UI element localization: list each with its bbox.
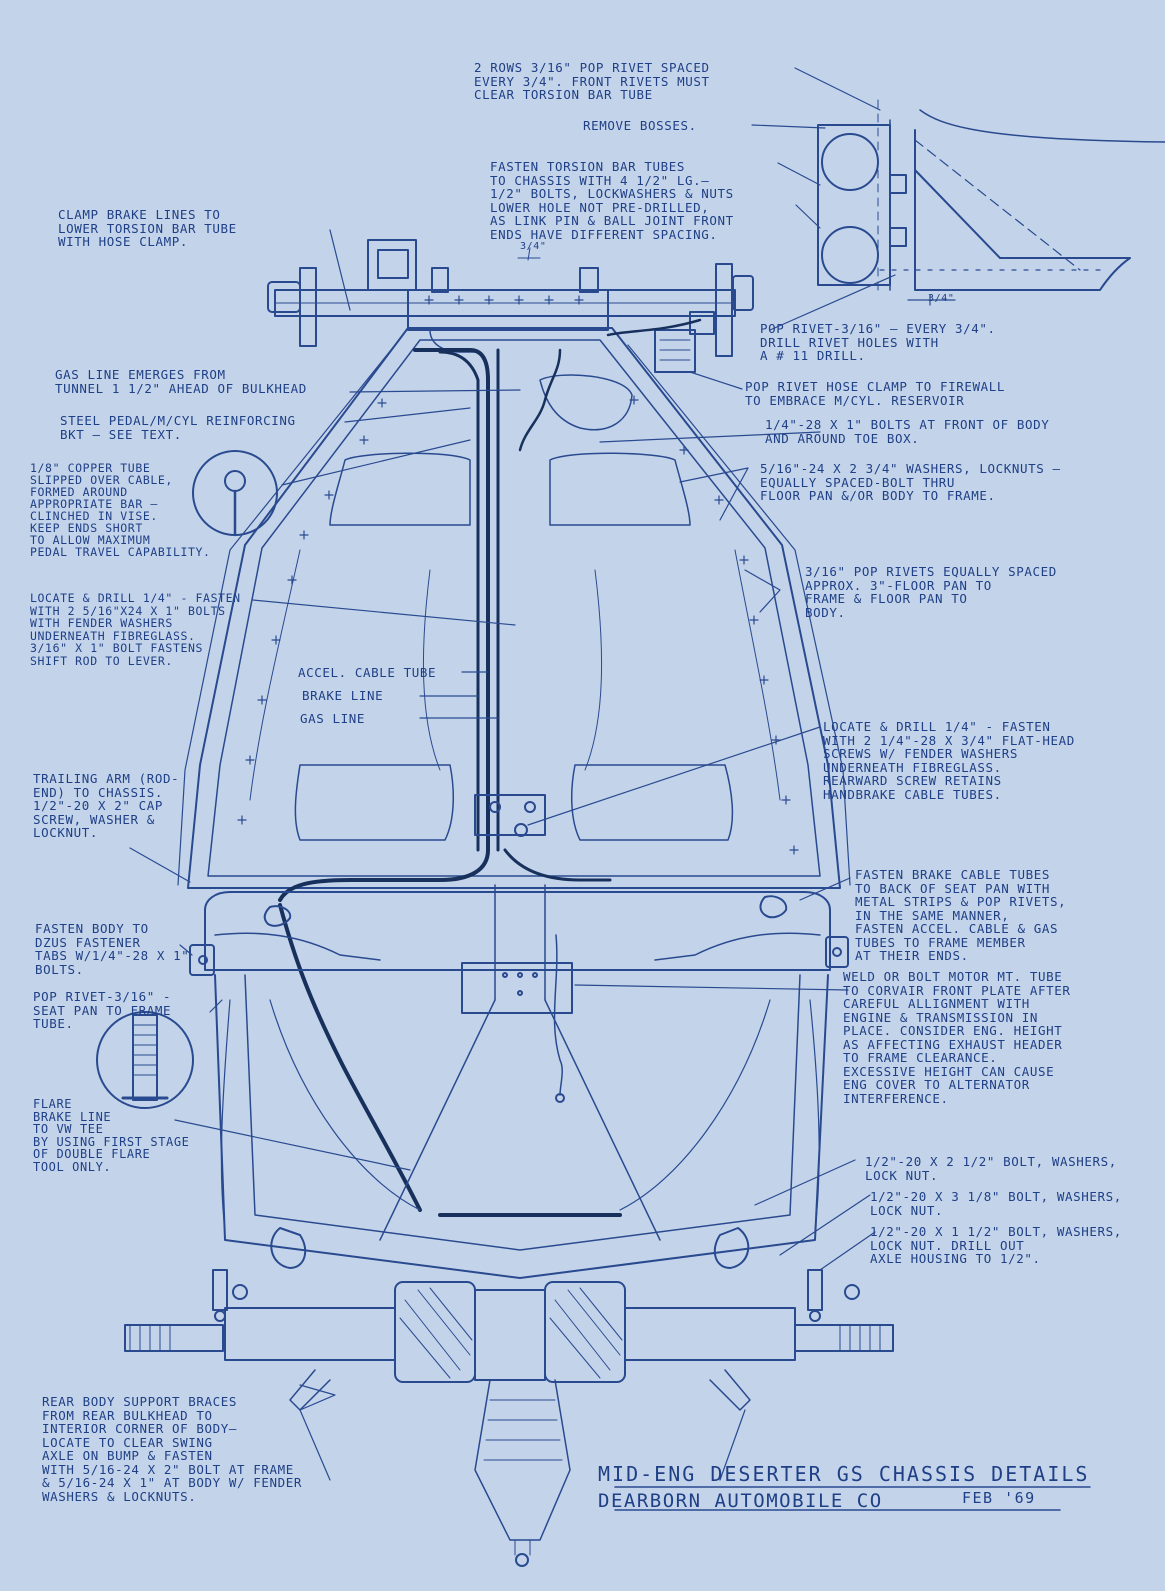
note-dim-three-quarter-detail: 3/4" xyxy=(928,293,955,304)
note-steel-pedal: STEEL PEDAL/M/CYL REINFORCING BKT — SEE … xyxy=(60,413,296,442)
note-washers-locknuts: 5/16"-24 X 2 3/4" WASHERS, LOCKNUTS — EQ… xyxy=(760,461,1061,503)
note-remove-bosses: REMOVE BOSSES. xyxy=(583,118,697,133)
floor-pan-panels xyxy=(249,374,781,841)
note-pop-rivet-hose-clamp: POP RIVET HOSE CLAMP TO FIREWALL TO EMBR… xyxy=(745,379,1006,408)
note-gas-line: GAS LINE xyxy=(300,711,366,726)
note-weld-motor: WELD OR BOLT MOTOR MT. TUBE TO CORVAIR F… xyxy=(843,969,1071,1106)
leader-lines xyxy=(129,67,1091,1511)
drawing-date: FEB '69 xyxy=(962,1489,1036,1507)
note-rivet-rows: 2 ROWS 3/16" POP RIVET SPACED EVERY 3/4"… xyxy=(474,60,710,102)
note-rear-body-support: REAR BODY SUPPORT BRACES FROM REAR BULKH… xyxy=(42,1394,303,1504)
note-locate-drill-right: LOCATE & DRILL 1/4" - FASTEN WITH 2 1/4"… xyxy=(823,719,1075,802)
note-pop-rivets-equally: 3/16" POP RIVETS EQUALLY SPACED APPROX. … xyxy=(805,564,1057,620)
drawing-title: MID-ENG DESERTER GS CHASSIS DETAILS xyxy=(598,1462,1090,1486)
note-bolt-1-half: 1/2"-20 X 1 1/2" BOLT, WASHERS, LOCK NUT… xyxy=(870,1224,1122,1266)
note-flare: FLARE BRAKE LINE TO VW TEE BY USING FIRS… xyxy=(33,1097,190,1174)
front-torsion-beam xyxy=(267,239,754,373)
brake-tee-detail xyxy=(96,1011,194,1109)
note-trailing-arm: TRAILING ARM (ROD- END) TO CHASSIS. 1/2"… xyxy=(33,771,180,840)
note-clamp-brake-lines: CLAMP BRAKE LINES TO LOWER TORSION BAR T… xyxy=(58,207,237,249)
rear-bulkhead-frame xyxy=(189,794,849,1014)
note-brake-line: BRAKE LINE xyxy=(302,688,384,703)
note-accel-cable-tube: ACCEL. CABLE TUBE xyxy=(298,665,437,680)
company-name: DEARBORN AUTOMOBILE CO xyxy=(598,1490,883,1512)
note-fasten-torsion: FASTEN TORSION BAR TUBES TO CHASSIS WITH… xyxy=(490,159,734,242)
note-locate-drill-left: LOCATE & DRILL 1/4" - FASTEN WITH 2 5/16… xyxy=(30,591,241,668)
rivet-marks xyxy=(237,295,799,855)
rear-frame xyxy=(214,884,829,1279)
tunnel-lines xyxy=(278,318,702,1217)
note-fasten-brake-cable: FASTEN BRAKE CABLE TUBES TO BACK OF SEAT… xyxy=(855,867,1067,963)
note-dim-three-quarter: 3/4" xyxy=(520,241,547,252)
body-tub-outline xyxy=(177,327,851,889)
note-copper-tube: 1/8" COPPER TUBE SLIPPED OVER CABLE, FOR… xyxy=(30,461,211,559)
note-pop-rivet-every: POP RIVET-3/16" — EVERY 3/4". DRILL RIVE… xyxy=(760,321,996,363)
rear-axle xyxy=(124,1227,894,1567)
note-bolt-2-half: 1/2"-20 X 2 1/2" BOLT, WASHERS, LOCK NUT… xyxy=(865,1154,1117,1183)
note-bolt-3-eighth: 1/2"-20 X 3 1/8" BOLT, WASHERS, LOCK NUT… xyxy=(870,1189,1122,1218)
note-dzus: FASTEN BODY TO DZUS FASTENER TABS W/1/4"… xyxy=(35,921,190,977)
copper-tube-detail xyxy=(192,450,278,537)
note-gas-line-emerges: GAS LINE EMERGES FROM TUNNEL 1 1/2" AHEA… xyxy=(55,367,307,396)
note-bolts-front-body: 1/4"-28 X 1" BOLTS AT FRONT OF BODY AND … xyxy=(765,417,1050,446)
torsion-tube-detail xyxy=(817,99,1165,291)
note-pop-rivet-seat: POP RIVET-3/16" - SEAT PAN TO FRAME TUBE… xyxy=(33,989,172,1031)
